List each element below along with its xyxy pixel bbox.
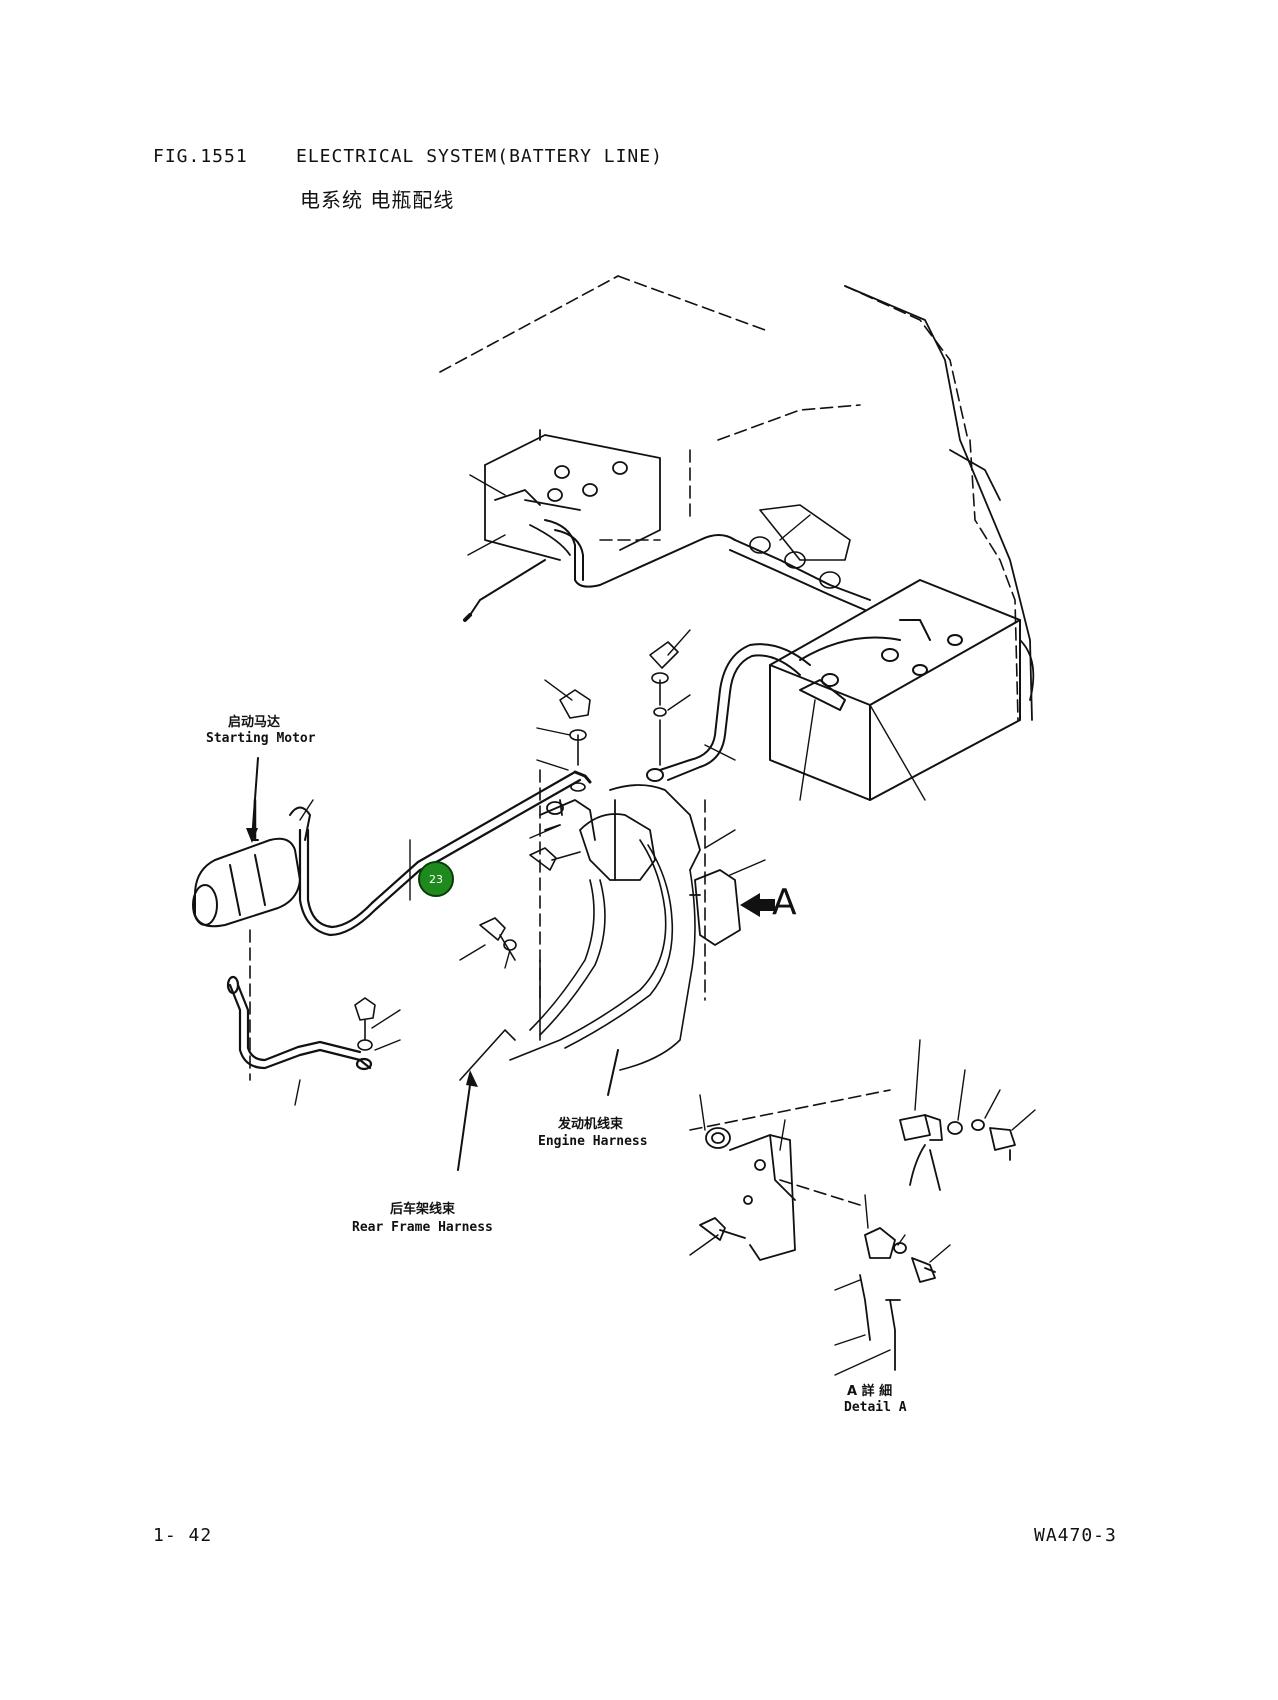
starting-motor-label-cn: 启动马达: [228, 715, 281, 730]
callout-arrows: [251, 757, 619, 1171]
starting-motor-label-en: Starting Motor: [206, 731, 316, 746]
detail-a-label-en: Detail A: [844, 1400, 907, 1415]
detail-a-label-cn: A 詳 細: [847, 1384, 893, 1399]
detail-a-parts: [699, 1114, 1016, 1371]
view-a-letter: A: [772, 882, 797, 923]
harness-bundles: [459, 839, 696, 1081]
leader-lines: [294, 474, 1036, 1376]
figure-number: FIG.1551: [153, 146, 248, 167]
engine-harness-label-en: Engine Harness: [538, 1134, 648, 1149]
page-number: 1- 42: [153, 1525, 213, 1546]
lower-bolt-set: [354, 997, 376, 1051]
upper-bolt-set: [559, 689, 591, 792]
rear-frame-arrowhead: [466, 1070, 478, 1087]
starting-motor-arrowhead: [246, 828, 258, 843]
upper-battery: [484, 429, 661, 561]
figure-title-cn: 电系统 电瓶配线: [300, 188, 455, 212]
figure-title-en: ELECTRICAL SYSTEM(BATTERY LINE): [296, 146, 663, 167]
engine-outline-solid: [844, 285, 1035, 721]
starting-motor: [192, 798, 311, 928]
rear-frame-harness-label-cn: 后车架线束: [390, 1202, 456, 1217]
part-23-hotspot[interactable]: 23: [418, 861, 454, 897]
ground-cable: [226, 975, 373, 1071]
battery-link-cable: [463, 519, 871, 622]
center-bolt: [479, 847, 581, 961]
right-battery: [769, 579, 1021, 801]
cable-clamp: [749, 504, 851, 589]
engine-harness-label-cn: 发动机线束: [558, 1117, 624, 1132]
model-number: WA470-3: [1034, 1525, 1117, 1546]
battery-cable-down: [646, 643, 811, 782]
rear-frame-harness-label-en: Rear Frame Harness: [352, 1220, 493, 1235]
battery-relay-assembly: [539, 784, 741, 946]
motor-cable: [298, 770, 592, 937]
terminal-cap: [649, 641, 679, 766]
view-a-arrow: [740, 893, 775, 917]
